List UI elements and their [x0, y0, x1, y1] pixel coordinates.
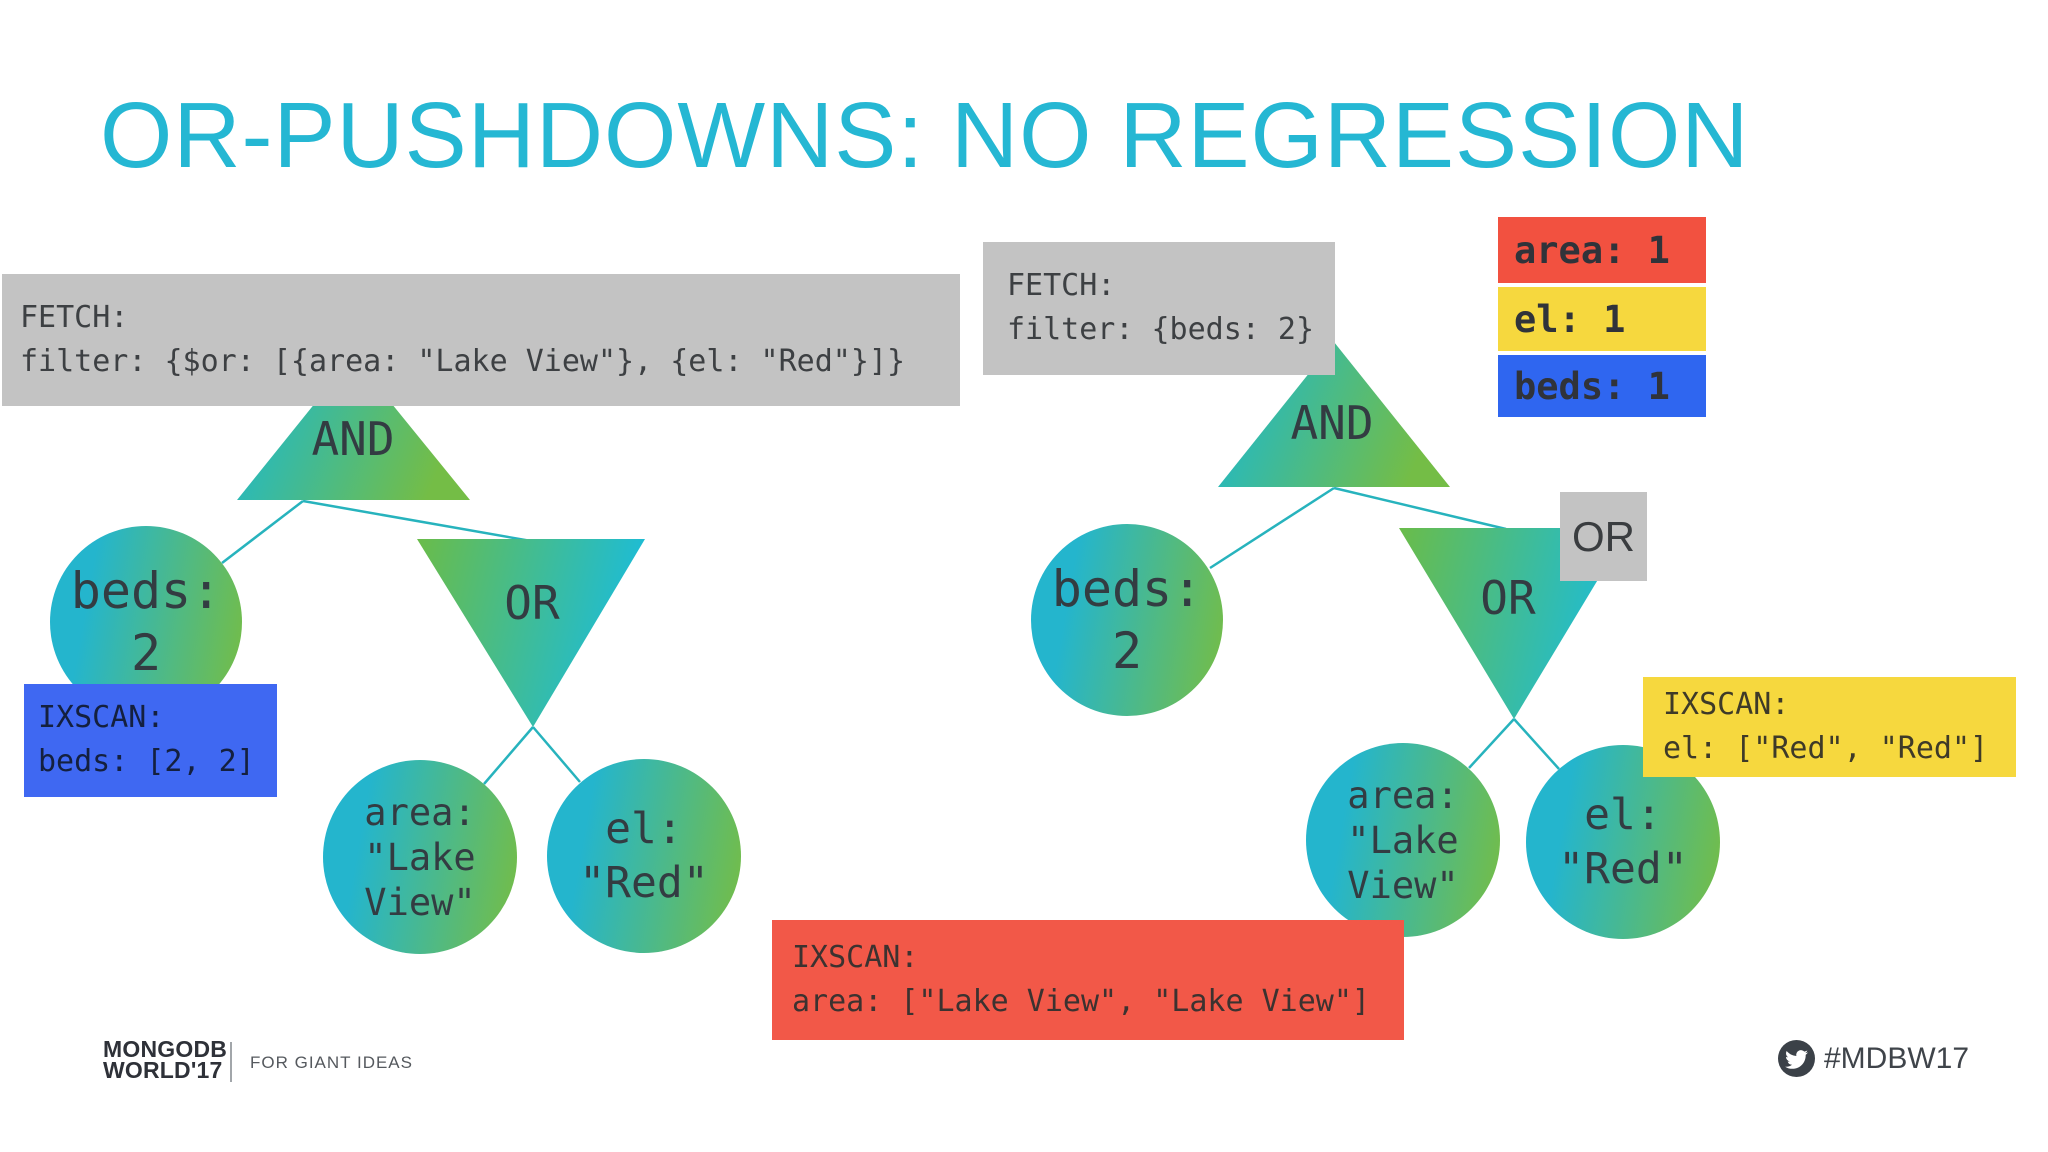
node-line: el:	[605, 804, 683, 854]
right-fetch-box: FETCH: filter: {beds: 2}	[983, 242, 1335, 375]
twitter-bird-icon	[1778, 1040, 1815, 1077]
node-line: beds:	[1051, 560, 1203, 618]
right-and-triangle	[1218, 342, 1450, 487]
legend-item-area: area: 1	[1498, 217, 1706, 283]
legend-label: el: 1	[1514, 297, 1626, 341]
node-line: beds:	[70, 562, 222, 620]
node-line: View"	[364, 880, 476, 924]
node-line: 2	[1111, 622, 1143, 680]
node-line: View"	[1347, 863, 1459, 907]
node-line: area:	[364, 790, 476, 834]
legend-item-el: el: 1	[1498, 287, 1706, 351]
left-or-label: OR	[504, 576, 560, 630]
right-beds-node: beds: 2	[1031, 524, 1223, 716]
fetch-stage-label: FETCH:	[1007, 268, 1116, 303]
node-line: el:	[1584, 790, 1662, 840]
legend-item-beds: beds: 1	[1498, 355, 1706, 417]
fetch-filter-text: filter: {$or: [{area: "Lake View"}, {el:…	[20, 344, 906, 379]
node-line: "Lake	[1347, 818, 1459, 862]
legend-label: beds: 1	[1514, 364, 1670, 408]
ixscan-stage-label: IXSCAN:	[792, 940, 919, 975]
left-fetch-box: FETCH: filter: {$or: [{area: "Lake View"…	[2, 274, 960, 406]
footer-social: #MDBW17	[1778, 1040, 1969, 1077]
right-ixscan-area-box: IXSCAN: area: ["Lake View", "Lake View"]	[772, 920, 1404, 1040]
event-hashtag: #MDBW17	[1824, 1041, 1970, 1075]
left-and-label: AND	[311, 412, 395, 466]
left-and-triangle	[237, 356, 470, 500]
ixscan-bounds-text: beds: [2, 2]	[38, 744, 255, 779]
left-el-node: el: "Red"	[547, 759, 741, 953]
right-or-badge: OR	[1560, 492, 1647, 581]
or-badge-label: OR	[1572, 512, 1635, 560]
ixscan-stage-label: IXSCAN:	[1663, 687, 1790, 722]
slide-title: OR-PUSHDOWNS: NO REGRESSION	[100, 83, 1750, 187]
legend-label: area: 1	[1514, 228, 1670, 272]
footer-divider	[230, 1042, 232, 1082]
right-and-label: AND	[1290, 396, 1374, 450]
logo-line: WORLD'17	[103, 1057, 223, 1083]
footer-tagline: FOR GIANT IDEAS	[250, 1053, 413, 1072]
fetch-filter-text: filter: {beds: 2}	[1007, 312, 1315, 347]
right-ixscan-el-box: IXSCAN: el: ["Red", "Red"]	[1643, 677, 2016, 777]
fetch-stage-label: FETCH:	[20, 300, 129, 335]
right-area-node: area: "Lake View"	[1306, 743, 1500, 937]
ixscan-bounds-text: el: ["Red", "Red"]	[1663, 731, 1989, 766]
left-or-triangle	[417, 539, 645, 727]
right-el-node: el: "Red"	[1526, 745, 1720, 939]
left-ixscan-beds-box: IXSCAN: beds: [2, 2]	[24, 684, 277, 797]
logo-line: MONGODB	[103, 1036, 228, 1062]
node-line: "Lake	[364, 835, 476, 879]
node-line: "Red"	[1558, 844, 1688, 894]
node-line: 2	[130, 624, 162, 682]
mongodb-world-logo: MONGODB WORLD'17	[103, 1036, 228, 1083]
right-or-label: OR	[1480, 571, 1536, 625]
ixscan-bounds-text: area: ["Lake View", "Lake View"]	[792, 984, 1370, 1019]
left-area-node: area: "Lake View"	[323, 760, 517, 954]
ixscan-stage-label: IXSCAN:	[38, 700, 165, 735]
node-line: "Red"	[579, 858, 709, 908]
node-line: area:	[1347, 773, 1459, 817]
tree-edges	[221, 486, 1560, 785]
